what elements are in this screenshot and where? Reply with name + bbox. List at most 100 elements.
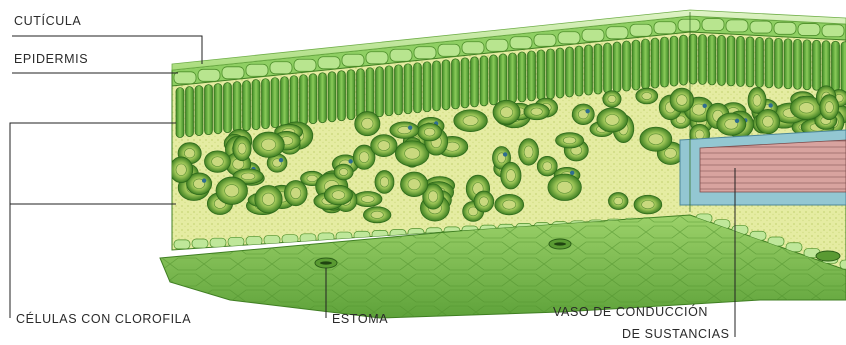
palisade-cell [803, 40, 811, 90]
lower-epidermis-cell [210, 238, 226, 247]
label-epidermis: EPIDERMIS [14, 52, 88, 66]
cell-vacuole [176, 164, 186, 176]
conducting-vessel [700, 140, 846, 192]
chlorophyll-cell [233, 136, 251, 160]
cell-vacuole [642, 200, 654, 208]
cell-vacuole [428, 191, 437, 202]
cell-vacuole [608, 95, 616, 102]
epidermis-cell [414, 47, 436, 59]
palisade-cell [271, 78, 279, 128]
cell-vacuole [557, 181, 572, 193]
palisade-cell [604, 43, 612, 93]
palisade-cell [680, 35, 688, 85]
cell-vacuole [361, 196, 374, 203]
palisade-cell [556, 48, 564, 98]
leader-bracket-chlorophyll [10, 123, 176, 318]
epidermis-cell [702, 19, 724, 31]
chlorophyll-cell [608, 193, 628, 210]
palisade-cell [471, 57, 479, 107]
chlorophyll-cell [363, 207, 391, 223]
stoma-pore [320, 261, 332, 264]
chlorophyll-cell [519, 139, 539, 166]
palisade-cell [528, 51, 536, 101]
chlorophyll-cell [395, 141, 429, 166]
cell-vacuole [763, 116, 774, 127]
palisade-cell [195, 86, 203, 136]
cell-vacuole [380, 177, 389, 187]
palisade-cell [642, 39, 650, 89]
chlorophyll-cell [371, 135, 397, 157]
palisade-cell [186, 87, 194, 137]
chlorophyll-cell [597, 108, 628, 132]
palisade-cell [651, 38, 659, 88]
cell-vacuole [649, 134, 663, 145]
palisade-cell [452, 59, 460, 109]
palisade-cell [328, 72, 336, 122]
cell-vacuole [665, 148, 677, 158]
chlorophyll-cell [390, 122, 419, 138]
epidermis-cell [534, 34, 556, 46]
cell-vacuole [543, 162, 552, 171]
epidermis-cell [390, 49, 412, 61]
cell-vacuole [307, 175, 317, 181]
chlorophyll-cell [820, 95, 839, 120]
nucleus [503, 152, 507, 156]
palisade-cell [670, 36, 678, 86]
label-cuticle: CUTÍCULA [14, 14, 81, 28]
lower-epidermis-cell [228, 237, 244, 246]
lower-epidermis-cell [192, 239, 208, 248]
chlorophyll-cell [216, 177, 247, 204]
chlorophyll-cell [204, 151, 230, 172]
epidermis-cell [726, 20, 748, 32]
palisade-cell [385, 66, 393, 116]
epidermis-cell [342, 54, 364, 66]
cell-vacuole [524, 146, 533, 158]
cell-vacuole [500, 107, 512, 118]
label-vessel-line1: VASO DE CONDUCCIÓN [553, 305, 708, 319]
palisade-cell [214, 84, 222, 134]
palisade-cell [499, 54, 507, 104]
label-vessel-line2: DE SUSTANCIAS [622, 327, 730, 341]
cell-vacuole [238, 143, 246, 154]
cell-vacuole [479, 197, 488, 206]
lower-epidermis-cell [174, 240, 190, 249]
epidermis-cell [486, 39, 508, 51]
lower-epidermis-cell [318, 233, 334, 242]
epidermis-cell [198, 69, 220, 81]
epidermis-cell [222, 67, 244, 79]
cell-vacuole [463, 116, 478, 126]
chlorophyll-cell [501, 162, 521, 189]
cell-vacuole [531, 108, 542, 115]
chlorophyll-cell [748, 87, 766, 113]
palisade-cell [794, 39, 802, 89]
label-chlorophyll-cells: CÉLULAS CON CLOROFILA [16, 312, 191, 326]
cell-vacuole [371, 211, 383, 218]
palisade-cell [224, 83, 232, 133]
nucleus [768, 103, 772, 107]
nucleus [703, 104, 707, 108]
epidermis-cell [606, 27, 628, 39]
palisade-cell [746, 37, 754, 87]
palisade-cell [319, 73, 327, 123]
palisade-cell [300, 75, 308, 125]
palisade-cell [205, 85, 213, 135]
palisade-cell [585, 45, 593, 95]
palisade-cell [832, 41, 840, 91]
palisade-cell [784, 39, 792, 89]
palisade-cell [661, 37, 669, 87]
palisade-cell [366, 68, 374, 118]
nucleus [202, 178, 206, 182]
palisade-cell [518, 52, 526, 102]
stoma-pore-2 [554, 242, 566, 245]
cell-vacuole [506, 170, 515, 182]
palisade-cell [813, 40, 821, 90]
epidermis-cell [174, 72, 196, 84]
chlorophyll-cell [454, 110, 488, 132]
chlorophyll-cell [572, 104, 594, 125]
cell-vacuole [241, 173, 255, 180]
cell-vacuole [332, 191, 345, 200]
lower-epidermis-cell [336, 232, 352, 241]
epidermis-cell [366, 52, 388, 64]
epidermis-cell [798, 24, 820, 36]
